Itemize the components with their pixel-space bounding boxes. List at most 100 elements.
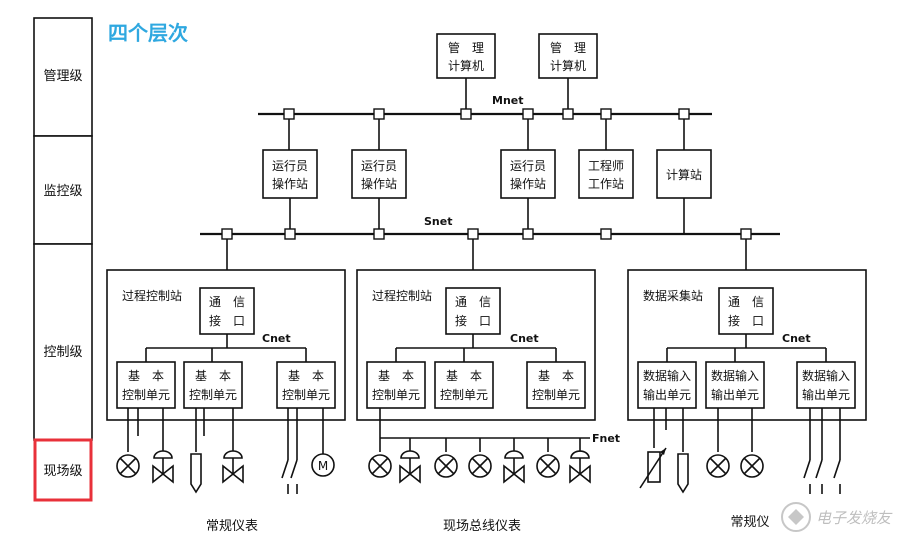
valve-icon bbox=[569, 450, 591, 484]
mnet-node bbox=[562, 108, 574, 120]
eng-line2: 工作站 bbox=[588, 177, 624, 191]
field-devices-conventional-2 bbox=[639, 408, 841, 494]
process-control-station-1: 过程控制站 通 信 接 口 Cnet 基 本 控制单元 基 本 控制单元 基 本… bbox=[106, 269, 346, 421]
eng-line1: 工程师 bbox=[588, 158, 624, 173]
level-box-supervisory bbox=[33, 135, 93, 245]
conventional-instruments-label-1: 常规仪表 bbox=[206, 519, 258, 534]
basic-control-unit bbox=[526, 361, 586, 409]
io-unit bbox=[705, 361, 765, 409]
motor-label: M bbox=[318, 459, 328, 473]
mgmt2-line2: 计算机 bbox=[550, 58, 586, 73]
process-control-station-2: 过程控制站 通 信 接 口 Cnet 基 本 控制单元 基 本 控制单元 基 本… bbox=[356, 269, 596, 421]
op2-line1: 运行员 bbox=[361, 159, 397, 173]
diagram-title: 四个层次 bbox=[108, 21, 188, 45]
mnet-label: Mnet bbox=[492, 94, 524, 107]
level-label-supervisory: 监控级 bbox=[43, 184, 82, 199]
level-box-field-highlight bbox=[33, 438, 93, 502]
op1-line1: 运行员 bbox=[272, 159, 308, 173]
basic-control-unit bbox=[116, 361, 176, 409]
basic-control-unit bbox=[366, 361, 426, 409]
io-line2: 输出单元 bbox=[802, 387, 850, 402]
data-acquisition-station: 数据采集站 通 信 接 口 Cnet 数据输入 输出单元 数据输入 输出单元 数… bbox=[627, 269, 867, 421]
conventional-instruments-label-2: 常规仪 bbox=[730, 515, 769, 530]
bcu-line1: 基 本 bbox=[538, 369, 574, 383]
level-box-control bbox=[33, 243, 93, 441]
comm3-line1: 通 信 bbox=[728, 295, 764, 309]
comm2-line1: 通 信 bbox=[455, 295, 491, 309]
process-station-1-label: 过程控制站 bbox=[122, 288, 182, 303]
computing-label: 计算站 bbox=[666, 167, 702, 182]
io-unit bbox=[796, 361, 856, 409]
comm1-line1: 通 信 bbox=[209, 295, 245, 309]
comm2-line2: 接 口 bbox=[455, 313, 491, 328]
basic-control-unit bbox=[276, 361, 336, 409]
operator-station-2 bbox=[351, 149, 407, 199]
process-station-2-label: 过程控制站 bbox=[372, 288, 432, 303]
op1-line2: 操作站 bbox=[272, 176, 308, 191]
snet-bus: Snet bbox=[200, 215, 780, 288]
op2-line2: 操作站 bbox=[361, 176, 397, 191]
computing-station bbox=[656, 149, 712, 199]
valve-icon bbox=[152, 450, 174, 484]
motor-icon: M bbox=[311, 453, 335, 477]
sensor-icon bbox=[468, 454, 492, 478]
snet-node bbox=[284, 228, 296, 240]
sensor-icon bbox=[434, 454, 458, 478]
bcu-line1: 基 本 bbox=[378, 369, 414, 383]
cnet-label-3: Cnet bbox=[782, 332, 811, 345]
sensor-icon bbox=[740, 454, 764, 478]
sensor-icon bbox=[706, 454, 730, 478]
supervisory-stations: 运行员 操作站 运行员 操作站 运行员 操作站 工程师 工作站 计算站 bbox=[262, 119, 712, 234]
watermark: 电子发烧友 bbox=[781, 502, 893, 532]
op3-line1: 运行员 bbox=[510, 159, 546, 173]
io-unit bbox=[637, 361, 697, 409]
level-label-field: 现场级 bbox=[43, 464, 82, 479]
mnet-node bbox=[600, 108, 612, 120]
bcu-line2: 控制单元 bbox=[282, 388, 330, 402]
op3-line2: 操作站 bbox=[510, 176, 546, 191]
switch-icon bbox=[281, 459, 298, 494]
mnet-node bbox=[373, 108, 385, 120]
bcu-line2: 控制单元 bbox=[440, 388, 488, 402]
io-line2: 输出单元 bbox=[711, 387, 759, 402]
bcu-line2: 控制单元 bbox=[372, 388, 420, 402]
basic-control-unit bbox=[434, 361, 494, 409]
thermometer-icon bbox=[190, 453, 202, 494]
mgmt2-line1: 管 理 bbox=[550, 40, 586, 55]
mnet-node bbox=[522, 108, 534, 120]
basic-control-unit bbox=[183, 361, 243, 409]
sensor-icon bbox=[116, 454, 140, 478]
mnet-bus: Mnet bbox=[258, 94, 712, 120]
thermometer-icon bbox=[677, 453, 689, 494]
valve-icon bbox=[503, 450, 525, 484]
level-column: 管理级 监控级 控制级 现场级 bbox=[33, 17, 93, 502]
bcu-line1: 基 本 bbox=[288, 369, 324, 383]
io-line2: 输出单元 bbox=[643, 387, 691, 402]
io-line1: 数据输入 bbox=[711, 368, 759, 383]
mgmt1-line1: 管 理 bbox=[448, 40, 484, 55]
field-devices-fieldbus: Fnet bbox=[368, 408, 620, 484]
cnet-label-2: Cnet bbox=[510, 332, 539, 345]
management-computers: 管 理 计算机 管 理 计算机 bbox=[436, 33, 598, 110]
fieldbus-instruments-label: 现场总线仪表 bbox=[443, 519, 521, 534]
acquisition-station-label: 数据采集站 bbox=[643, 288, 703, 303]
snet-node bbox=[522, 228, 534, 240]
cnet-label-1: Cnet bbox=[262, 332, 291, 345]
snet-node bbox=[467, 228, 479, 240]
sensor-icon bbox=[536, 454, 560, 478]
snet-node bbox=[221, 228, 233, 240]
bcu-line2: 控制单元 bbox=[532, 388, 580, 402]
comm-interface-2 bbox=[445, 287, 501, 335]
bcu-line1: 基 本 bbox=[195, 369, 231, 383]
operator-station-3 bbox=[500, 149, 556, 199]
mnet-node bbox=[283, 108, 295, 120]
mnet-node bbox=[678, 108, 690, 120]
snet-node bbox=[740, 228, 752, 240]
fnet-label: Fnet bbox=[592, 432, 620, 445]
comm1-line2: 接 口 bbox=[209, 313, 245, 328]
level-label-control: 控制级 bbox=[43, 345, 82, 360]
bcu-line1: 基 本 bbox=[446, 369, 482, 383]
valve-icon bbox=[399, 450, 421, 484]
switch-icon bbox=[803, 459, 841, 494]
comm3-line2: 接 口 bbox=[728, 313, 764, 328]
